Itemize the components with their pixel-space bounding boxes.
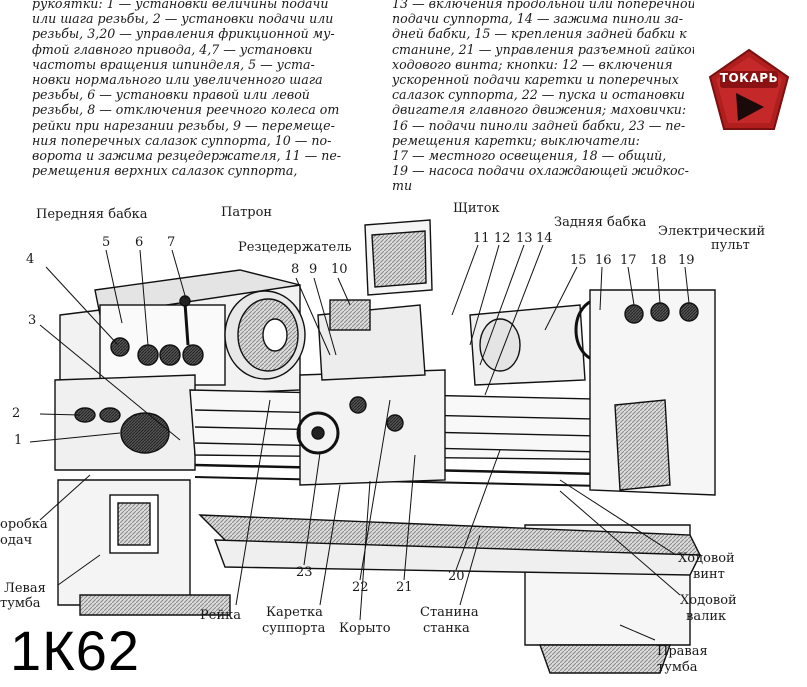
label-tumba-right: тумба (657, 660, 698, 675)
legend-left-line: ворота и зажима резцедержателя, 11 — пе- (32, 148, 342, 164)
label-stanina: Станина (420, 605, 479, 620)
legend-left-line: новки нормального или увеличенного шага (32, 72, 323, 88)
legend-right-line: ускоренной подачи каретки и поперечных (392, 72, 679, 88)
label-tumba-left: тумба (0, 596, 41, 611)
number-14: 14 (536, 231, 553, 246)
lathe-illustration (29, 219, 716, 674)
legend-right-column: 13 — включения продольной или поперечной… (392, 0, 694, 194)
number-20: 20 (448, 569, 465, 584)
legend-right-line: двигателя главного движения; маховички: (392, 102, 687, 118)
number-21: 21 (396, 580, 413, 595)
legend-left-line: ния поперечных салазок суппорта, 10 — по… (32, 132, 332, 148)
legend-left-line: рейки при нарезании резьбы, 9 — перемеще… (32, 117, 335, 133)
label-korobka: оробка (0, 517, 48, 532)
number-18: 18 (650, 253, 667, 268)
tokar-logo: ТОКАРЬ (706, 47, 792, 135)
label-karetka: Каретка (266, 605, 323, 620)
number-4: 4 (26, 252, 35, 267)
legend-left-line: ремещения верхних салазок суппорта, (32, 163, 298, 179)
number-22: 22 (352, 580, 369, 595)
legend-left-line: или шага резьбы, 2 — установки подачи ил… (32, 11, 334, 27)
number-8: 8 (291, 262, 300, 277)
label-khodovoy-valik: Ходовой (680, 593, 737, 608)
label-patron: Патрон (221, 205, 273, 220)
number-3: 3 (28, 313, 37, 328)
legend-right-line: 16 — подачи пиноли задней бабки, 23 — пе… (392, 117, 686, 133)
legend-left-line: рукоятки: 1 — установки величины подачи (32, 0, 329, 11)
legend-right-line: ремещения каретки; выключатели: (392, 132, 640, 148)
number-5: 5 (102, 235, 111, 250)
label-shchitok: Щиток (453, 201, 500, 216)
number-2: 2 (12, 406, 21, 421)
number-10: 10 (331, 262, 348, 277)
label-vint: винт (693, 567, 725, 582)
label-levaya: Левая (4, 581, 46, 596)
tokar-logo-text: ТОКАРЬ (719, 71, 779, 85)
number-9: 9 (309, 262, 318, 277)
label-reztsederzhatel: Резцедержатель (238, 240, 352, 255)
legend-left-line: фтой главного привода, 4,7 — установки (32, 41, 313, 57)
number-1: 1 (14, 433, 23, 448)
label-koryto: Корыто (339, 621, 391, 636)
legend-right-line: подачи суппорта, 14 — зажима пиноли за- (392, 11, 684, 27)
number-12: 12 (494, 231, 511, 246)
legend-right-line: 19 — насоса подачи охлаждающей жидкос- (392, 163, 689, 179)
label-pravaya: Правая (657, 644, 708, 659)
legend-left-line: резьбы, 8 — отключения реечного колеса о… (32, 102, 340, 118)
label-pult: пульт (711, 238, 750, 253)
legend-right-line: ти (392, 178, 413, 194)
number-6: 6 (135, 235, 144, 250)
number-23: 23 (296, 565, 313, 580)
number-13: 13 (516, 231, 533, 246)
number-17: 17 (620, 253, 637, 268)
legend-left-line: резьбы, 3,20 — управления фрикционной му… (32, 26, 335, 42)
legend-right-line: дней бабки, 15 — крепления задней бабки … (392, 26, 687, 42)
label-stanka: станка (423, 621, 470, 636)
model-title: 1К62 (10, 619, 141, 682)
label-perednyaya-babka: Передняя бабка (36, 207, 148, 222)
legend-right-line: ходового винта; кнопки: 12 — включения (392, 56, 673, 72)
number-16: 16 (595, 253, 612, 268)
number-19: 19 (678, 253, 695, 268)
label-valik: валик (686, 609, 727, 624)
legend-right-line: станине, 21 — управления разъемной гайко… (392, 41, 694, 57)
legend-right-line: 13 — включения продольной или поперечной (392, 0, 694, 11)
label-elektricheskiy: Электрический (658, 224, 766, 239)
legend-left-line: частоты вращения шпинделя, 5 — уста- (32, 56, 315, 72)
label-khodovoy-vint: Ходовой (678, 551, 735, 566)
legend-left-line: резьбы, 6 — установки правой или левой (32, 87, 310, 103)
label-reyka: Рейка (200, 608, 241, 623)
number-7: 7 (167, 235, 176, 250)
legend-right-line: салазок суппорта, 22 — пуска и остановки (392, 87, 685, 103)
label-zadnyaya-babka: Задняя бабка (554, 215, 647, 230)
number-15: 15 (570, 253, 587, 268)
label-supporta: суппорта (262, 621, 326, 636)
label-podach: одач (0, 533, 33, 548)
legend-right-line: 17 — местного освещения, 18 — общий, (392, 148, 667, 164)
number-11: 11 (473, 231, 490, 246)
